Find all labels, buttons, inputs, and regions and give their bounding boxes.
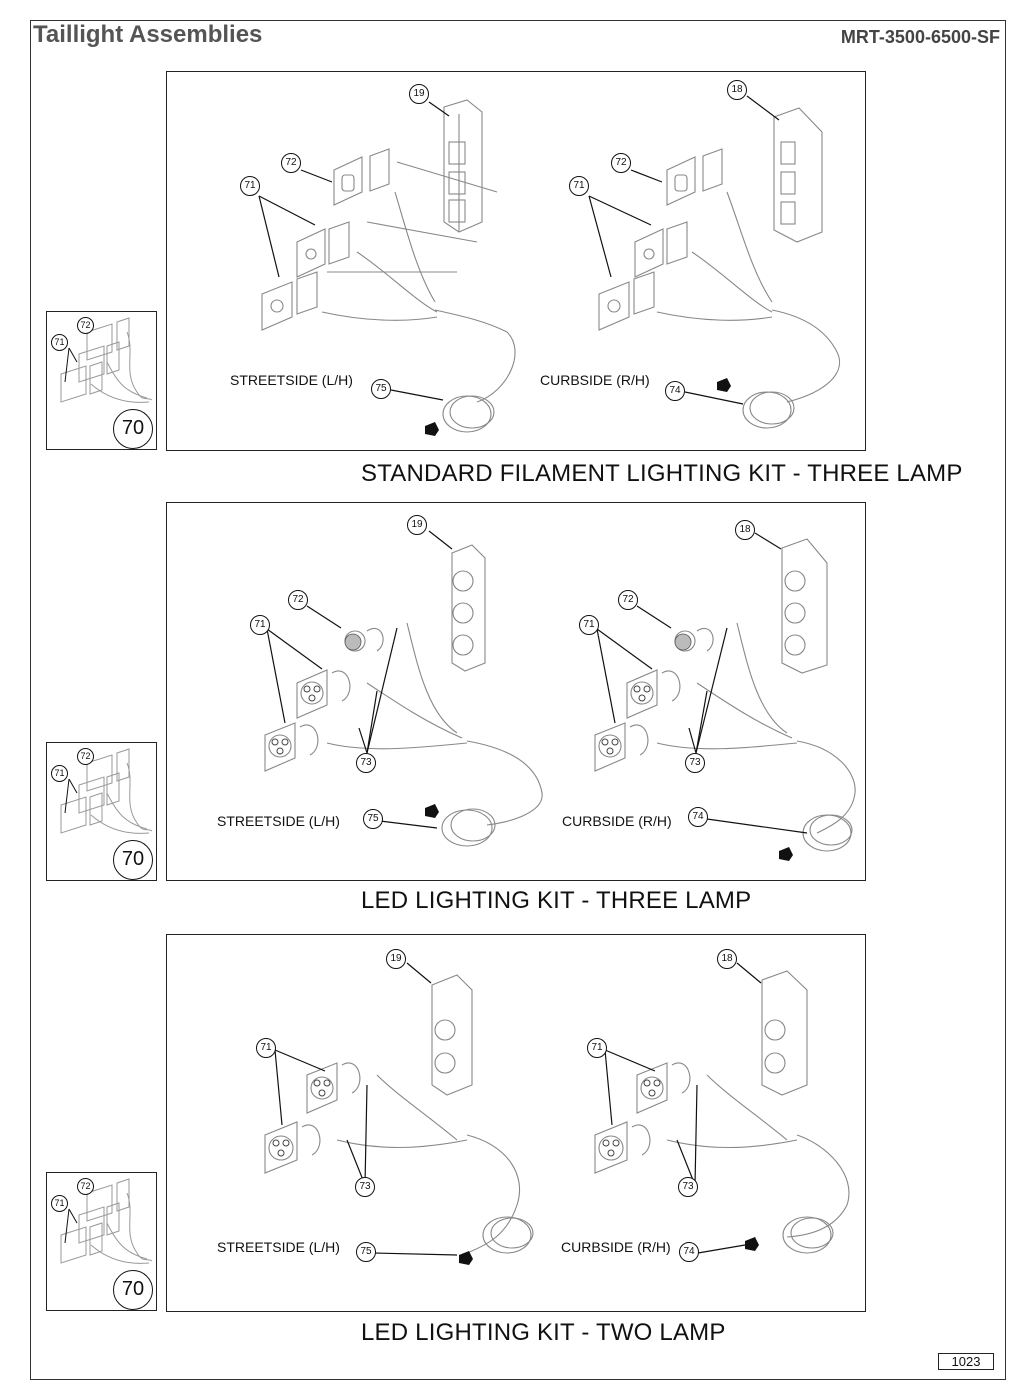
callout-19: 19: [409, 84, 429, 104]
callout-70: 70: [113, 840, 153, 880]
curbside-label: CURBSIDE (R/H): [540, 372, 650, 388]
callout-18: 18: [717, 949, 737, 969]
curbside-label: CURBSIDE (R/H): [561, 1239, 671, 1255]
callout-18: 18: [735, 520, 755, 540]
callout-thumb-71: 71: [51, 1195, 68, 1212]
callout-71-right: 71: [587, 1038, 607, 1058]
thumbnail-drawing: [60, 748, 153, 834]
callout-74: 74: [665, 381, 685, 401]
streetside-label: STREETSIDE (L/H): [217, 813, 340, 829]
callout-71-right: 71: [579, 615, 599, 635]
callout-thumb-72: 72: [77, 1178, 94, 1195]
diagram-panel-kit-2: 19 72 71 73 75 18 72 71 73 74 STREETSIDE…: [166, 502, 866, 881]
callout-19: 19: [386, 949, 406, 969]
callout-71: 71: [250, 615, 270, 635]
callout-thumb-72: 72: [77, 317, 94, 334]
callout-70: 70: [113, 409, 153, 449]
document-code: MRT-3500-6500-SF: [840, 27, 1000, 47]
callout-thumb-72: 72: [77, 748, 94, 765]
callout-72-right: 72: [611, 153, 631, 173]
thumbnail-drawing: [60, 1178, 153, 1264]
curbside-label: CURBSIDE (R/H): [562, 813, 672, 829]
page-title: Taillight Assemblies: [33, 21, 263, 48]
thumbnail-kit-3: 72 71 70: [46, 1172, 157, 1311]
kit-title-1: STANDARD FILAMENT LIGHTING KIT - THREE L…: [361, 460, 963, 487]
page-frame: [30, 20, 1006, 1380]
thumbnail-kit-1: 72 71 70: [46, 311, 157, 450]
callout-74: 74: [679, 1242, 699, 1262]
callout-thumb-71: 71: [51, 334, 68, 351]
callout-73-right: 73: [678, 1177, 698, 1197]
callout-18: 18: [727, 80, 747, 100]
diagram-panel-kit-1: 19 72 71 75 18 72 71 74 STREETSIDE (L/H)…: [166, 71, 866, 451]
page-number: 1023: [938, 1353, 994, 1370]
thumbnail-kit-2: 72 71 70: [46, 742, 157, 881]
exploded-view-drawing: [258, 95, 841, 436]
callout-73: 73: [355, 1177, 375, 1197]
kit-title-3: LED LIGHTING KIT - TWO LAMP: [361, 1319, 726, 1346]
thumbnail-drawing: [60, 317, 153, 403]
streetside-label: STREETSIDE (L/H): [217, 1239, 340, 1255]
callout-72: 72: [281, 153, 301, 173]
exploded-view-drawing: [264, 962, 850, 1265]
callout-71-right: 71: [569, 176, 589, 196]
callout-71: 71: [240, 176, 260, 196]
exploded-view-drawing: [264, 530, 856, 861]
callout-19: 19: [407, 515, 427, 535]
callout-72: 72: [288, 590, 308, 610]
callout-71: 71: [256, 1038, 276, 1058]
callout-75: 75: [356, 1242, 376, 1262]
callout-75: 75: [371, 379, 391, 399]
callout-74: 74: [688, 807, 708, 827]
streetside-label: STREETSIDE (L/H): [230, 372, 353, 388]
callout-thumb-71: 71: [51, 765, 68, 782]
callout-73-right: 73: [685, 753, 705, 773]
callout-72-right: 72: [618, 590, 638, 610]
kit-title-2: LED LIGHTING KIT - THREE LAMP: [361, 887, 752, 914]
callout-73: 73: [356, 753, 376, 773]
callout-75: 75: [363, 809, 383, 829]
callout-70: 70: [113, 1270, 153, 1310]
diagram-panel-kit-3: 19 71 73 75 18 71 73 74 STREETSIDE (L/H)…: [166, 934, 866, 1312]
